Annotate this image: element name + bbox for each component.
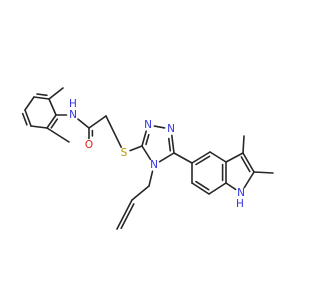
atom-label-n5: N (237, 187, 245, 199)
bond-c10-n2-second-line (145, 133, 150, 146)
bond-n5-c18 (225, 182, 237, 191)
bond-c9-s1 (105, 115, 122, 148)
bond-c3-c4 (24, 96, 35, 111)
bond-c2-c3 (33, 96, 50, 100)
bond-c5-c6 (30, 125, 48, 129)
bond-c19-c20 (191, 182, 210, 195)
bond-c11-n4 (158, 152, 175, 163)
bond-n4-c12 (148, 170, 154, 187)
bond-c6-c7 (46, 114, 57, 129)
bond-c4-c5 (24, 109, 32, 127)
bond-n3-c11-second-line (168, 137, 172, 152)
bond-c4-c5-second-line (21, 112, 28, 126)
bond-c15-c16-second-line (195, 155, 211, 166)
bond-c17-c21 (225, 152, 244, 163)
atom-label-n4: N (150, 159, 158, 171)
bond-c21-m3 (242, 135, 245, 154)
bond-c12-c13 (131, 185, 150, 201)
bond-c6-c7-second-line (50, 118, 59, 129)
bond-c16-c17 (209, 151, 227, 163)
atom-label-n3: N (167, 123, 175, 135)
bond-c18-c19 (208, 182, 227, 195)
atom-hydrogen-n1: H (69, 98, 77, 110)
bond-c6-m2 (46, 127, 70, 143)
bond-n1-c8 (77, 118, 90, 129)
bond-c13-c14 (116, 199, 133, 230)
bond-c21-c22 (242, 152, 255, 173)
bond-c8-c9 (88, 115, 107, 129)
bond-c2-c3-second-line (36, 93, 48, 97)
bond-n2-n3 (153, 125, 166, 129)
atom-label-o1: O (85, 139, 93, 151)
atom-label-s1: S (121, 147, 128, 159)
bond-c7-c2 (48, 98, 57, 116)
bond-c13-c14-second-line (120, 203, 135, 230)
bond-c22-m4 (253, 171, 274, 174)
atom-hydrogen-n5: H (236, 198, 244, 210)
bond-c10-n2 (141, 130, 147, 147)
bond-c22-n5 (243, 171, 255, 189)
bond-s1-c10 (129, 145, 143, 152)
bond-c2-c1 (48, 87, 64, 100)
bond-c19-c20-second-line (195, 180, 210, 191)
atom-label-n2: N (144, 119, 152, 131)
bond-c11-c15 (173, 152, 193, 164)
bond-c15-c16 (191, 151, 211, 164)
atom-label-n1: N (69, 109, 77, 121)
bond-c21-c22-second-line (240, 156, 251, 173)
bond-layer (21, 87, 274, 230)
bond-n3-c11 (171, 134, 175, 154)
bond-n4-c10 (141, 145, 152, 161)
